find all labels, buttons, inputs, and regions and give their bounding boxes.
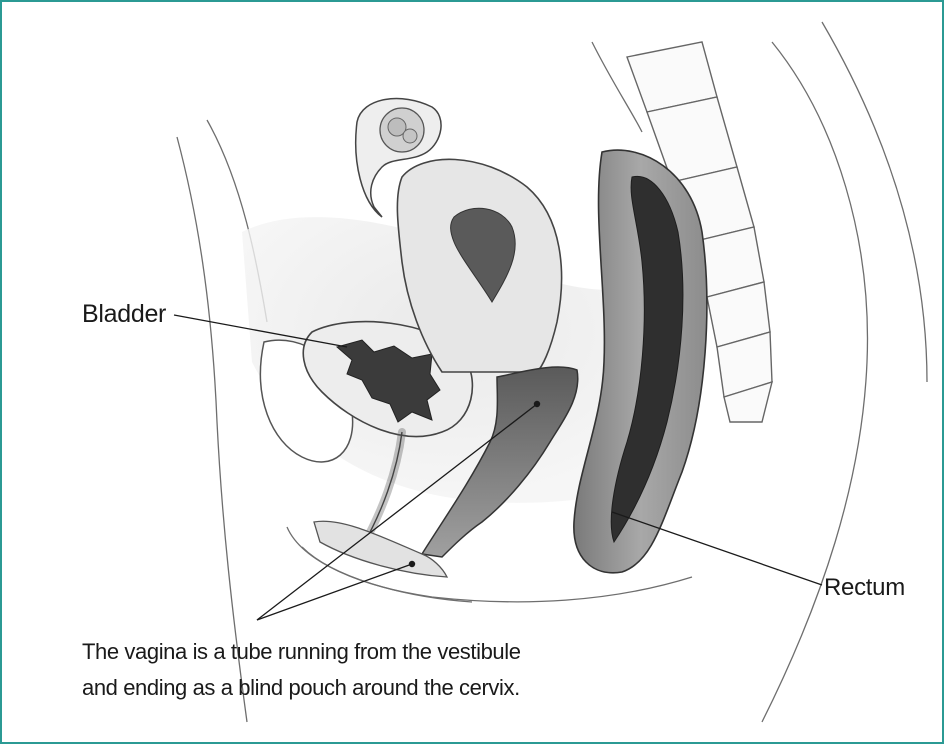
caption: The vagina is a tube running from the ve…	[82, 634, 521, 706]
rectum-label: Rectum	[824, 574, 905, 602]
caption-line-2: and ending as a blind pouch around the c…	[82, 670, 521, 706]
bladder-label: Bladder	[82, 300, 166, 329]
vagina-lower-dot	[409, 561, 415, 567]
vagina-lower-pointer	[257, 564, 412, 620]
vagina-upper-dot	[534, 401, 540, 407]
caption-line-1: The vagina is a tube running from the ve…	[82, 634, 521, 670]
